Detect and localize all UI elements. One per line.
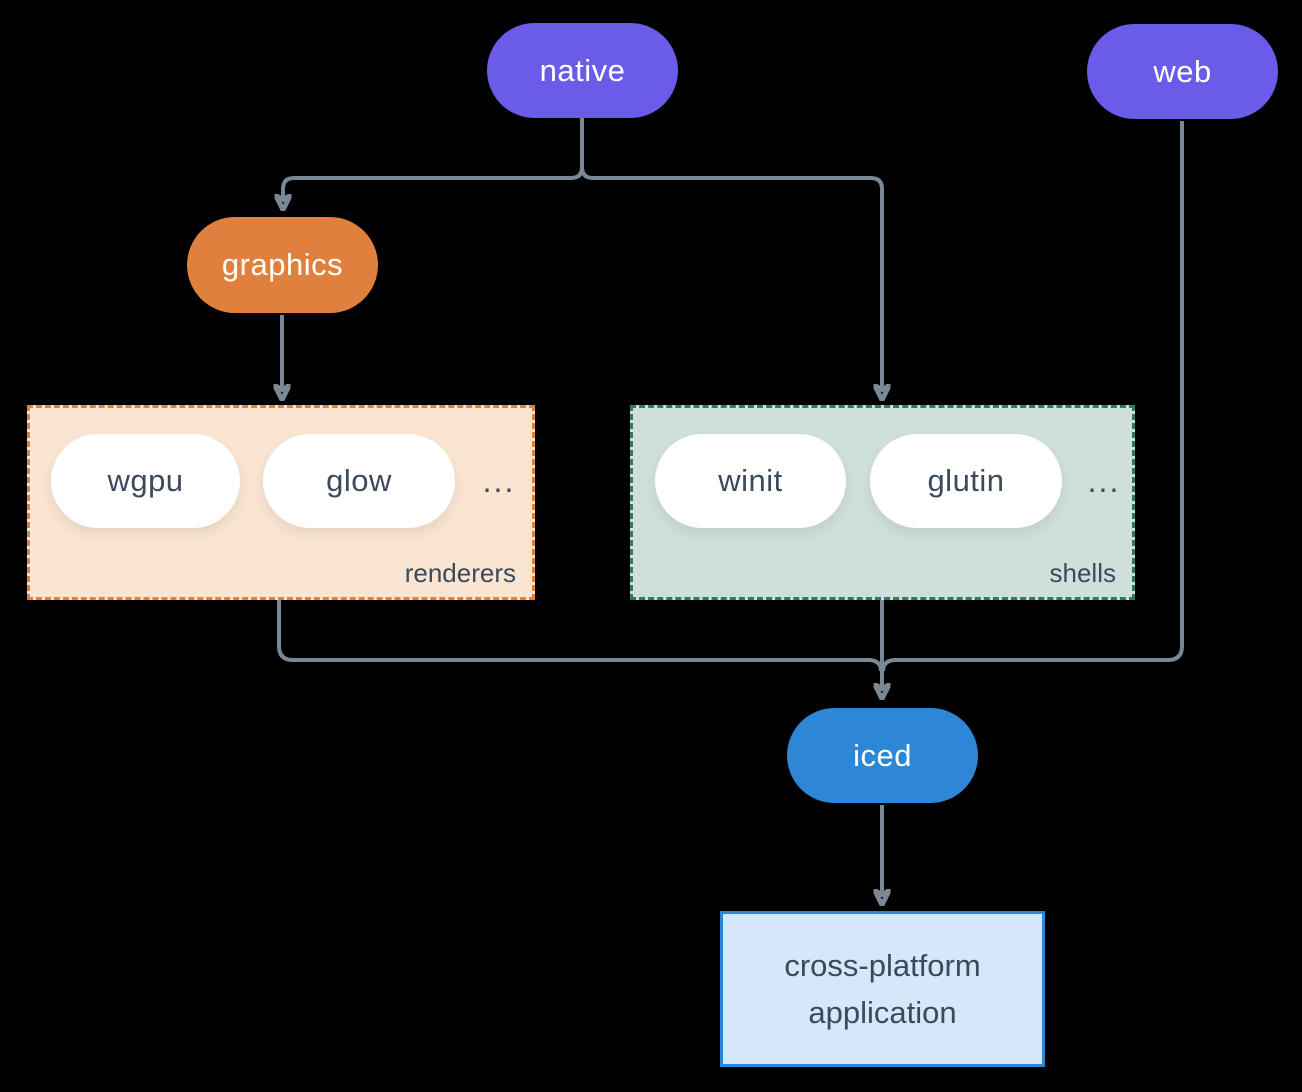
edge-native-to-shells <box>580 118 882 389</box>
edge-web-to-merge <box>881 121 1184 672</box>
node-glow: glow <box>263 434 455 528</box>
node-web: web <box>1087 24 1278 119</box>
renderers-ellipsis: ... <box>482 462 516 499</box>
node-winit-label: winit <box>718 463 783 498</box>
node-graphics-label: graphics <box>221 247 344 282</box>
node-native: native <box>487 23 678 118</box>
node-glutin-label: glutin <box>927 463 1005 498</box>
node-native-label: native <box>539 52 626 88</box>
edge-native-to-graphics <box>283 118 584 199</box>
node-web-label: web <box>1153 53 1212 89</box>
renderers-group-label: renderers <box>404 558 516 588</box>
edge-renderers-to-merge <box>277 599 883 672</box>
node-cross-platform-application: cross-platform application <box>720 911 1045 1067</box>
node-wgpu-label: wgpu <box>107 463 184 498</box>
node-cross-platform-application-label: cross-platform application <box>784 948 981 1030</box>
node-graphics: graphics <box>187 217 378 313</box>
group-renderers: wgpu glow ... renderers <box>27 405 535 600</box>
group-shells: winit glutin ... shells <box>630 405 1135 600</box>
node-wgpu: wgpu <box>51 434 240 528</box>
node-iced-label: iced <box>853 737 912 773</box>
node-winit: winit <box>655 434 846 528</box>
shells-ellipsis: ... <box>1087 462 1121 499</box>
node-glutin: glutin <box>870 434 1062 528</box>
shells-group-label: shells <box>1049 558 1116 588</box>
node-glow-label: glow <box>326 463 392 498</box>
node-iced: iced <box>787 708 978 803</box>
